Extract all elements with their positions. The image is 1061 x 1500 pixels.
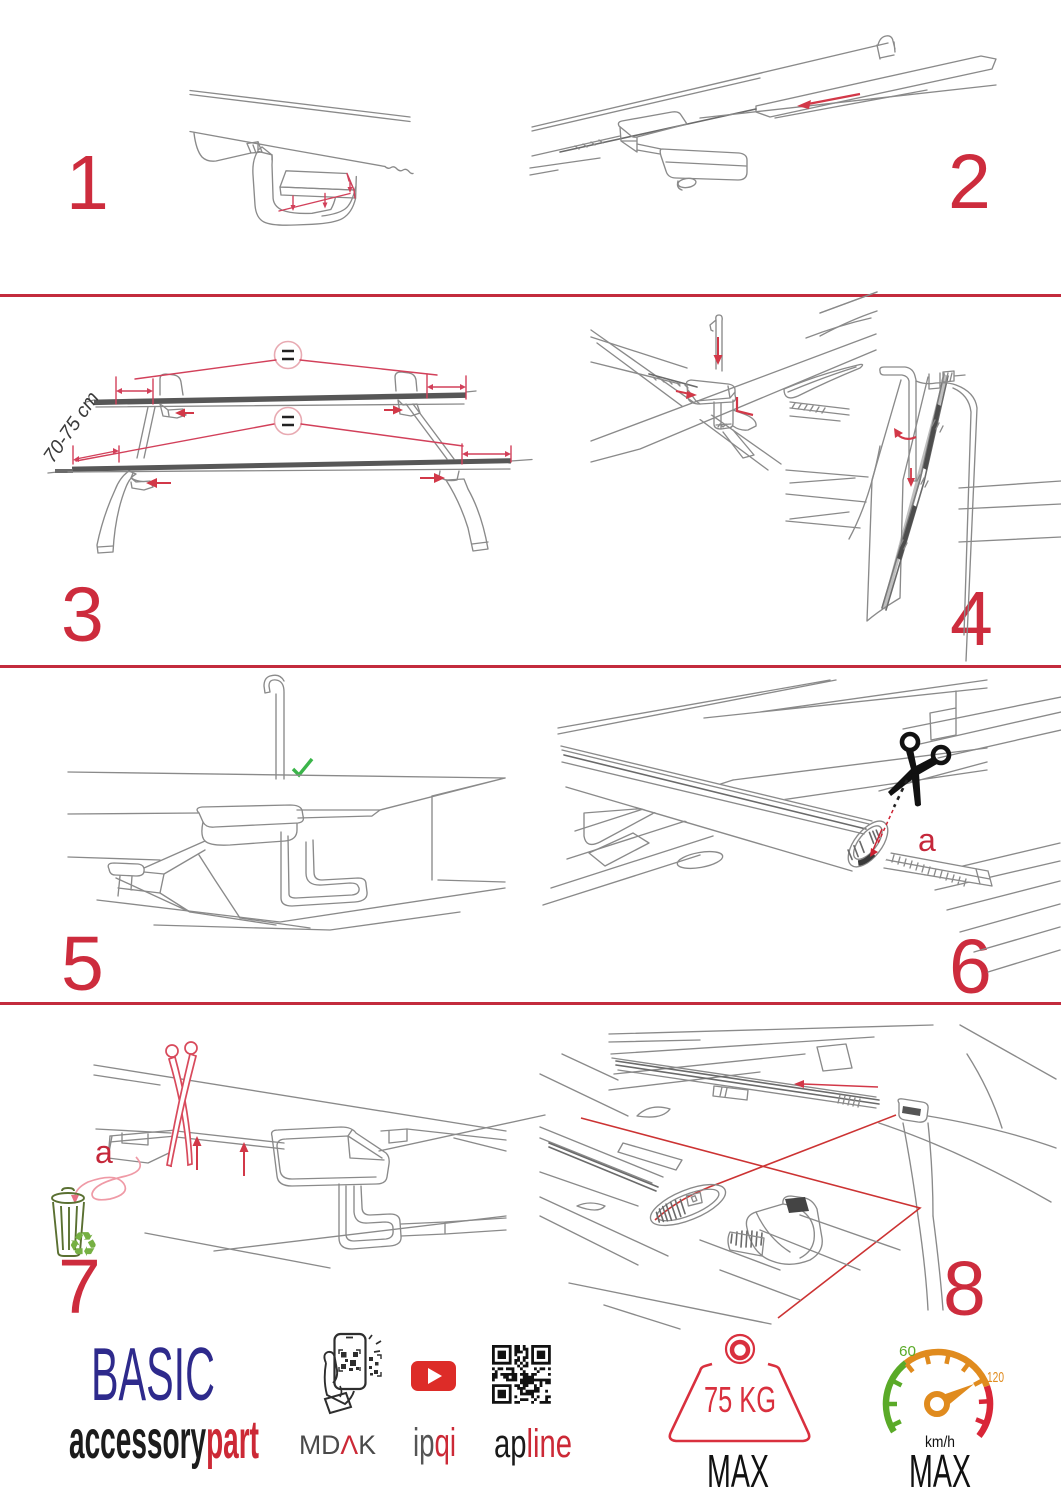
- svg-text:accessorypart: accessorypart: [69, 1410, 259, 1470]
- svg-text:ipqi: ipqi: [413, 1421, 456, 1465]
- svg-text:apline: apline: [494, 1422, 572, 1466]
- svg-text:60: 60: [899, 1343, 916, 1360]
- svg-text:MDΛK: MDΛK: [299, 1430, 376, 1460]
- svg-text:km/h: km/h: [925, 1434, 955, 1451]
- svg-text:♻: ♻: [68, 1226, 98, 1264]
- svg-text:MAX: MAX: [909, 1445, 971, 1497]
- svg-text:BASIC: BASIC: [91, 1333, 215, 1417]
- svg-text:a: a: [95, 1134, 113, 1170]
- svg-text:120: 120: [987, 1369, 1004, 1386]
- svg-text:75 KG: 75 KG: [704, 1379, 776, 1420]
- svg-text:MAX: MAX: [707, 1445, 769, 1497]
- svg-text:a: a: [918, 822, 936, 858]
